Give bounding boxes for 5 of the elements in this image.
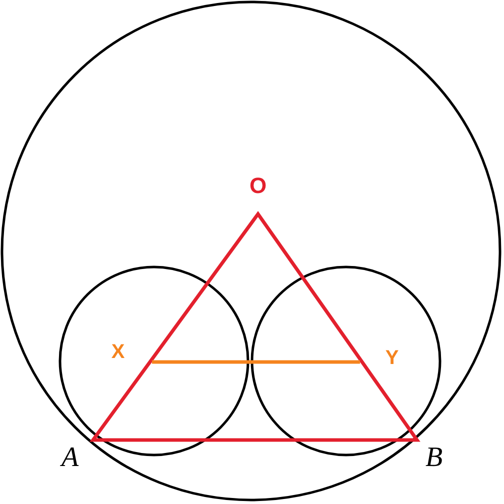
point-label: X [111, 342, 125, 362]
point-label: B [425, 444, 443, 472]
point-label: O [249, 175, 267, 197]
point-label: A [61, 444, 79, 472]
point-label: Y [385, 348, 399, 368]
